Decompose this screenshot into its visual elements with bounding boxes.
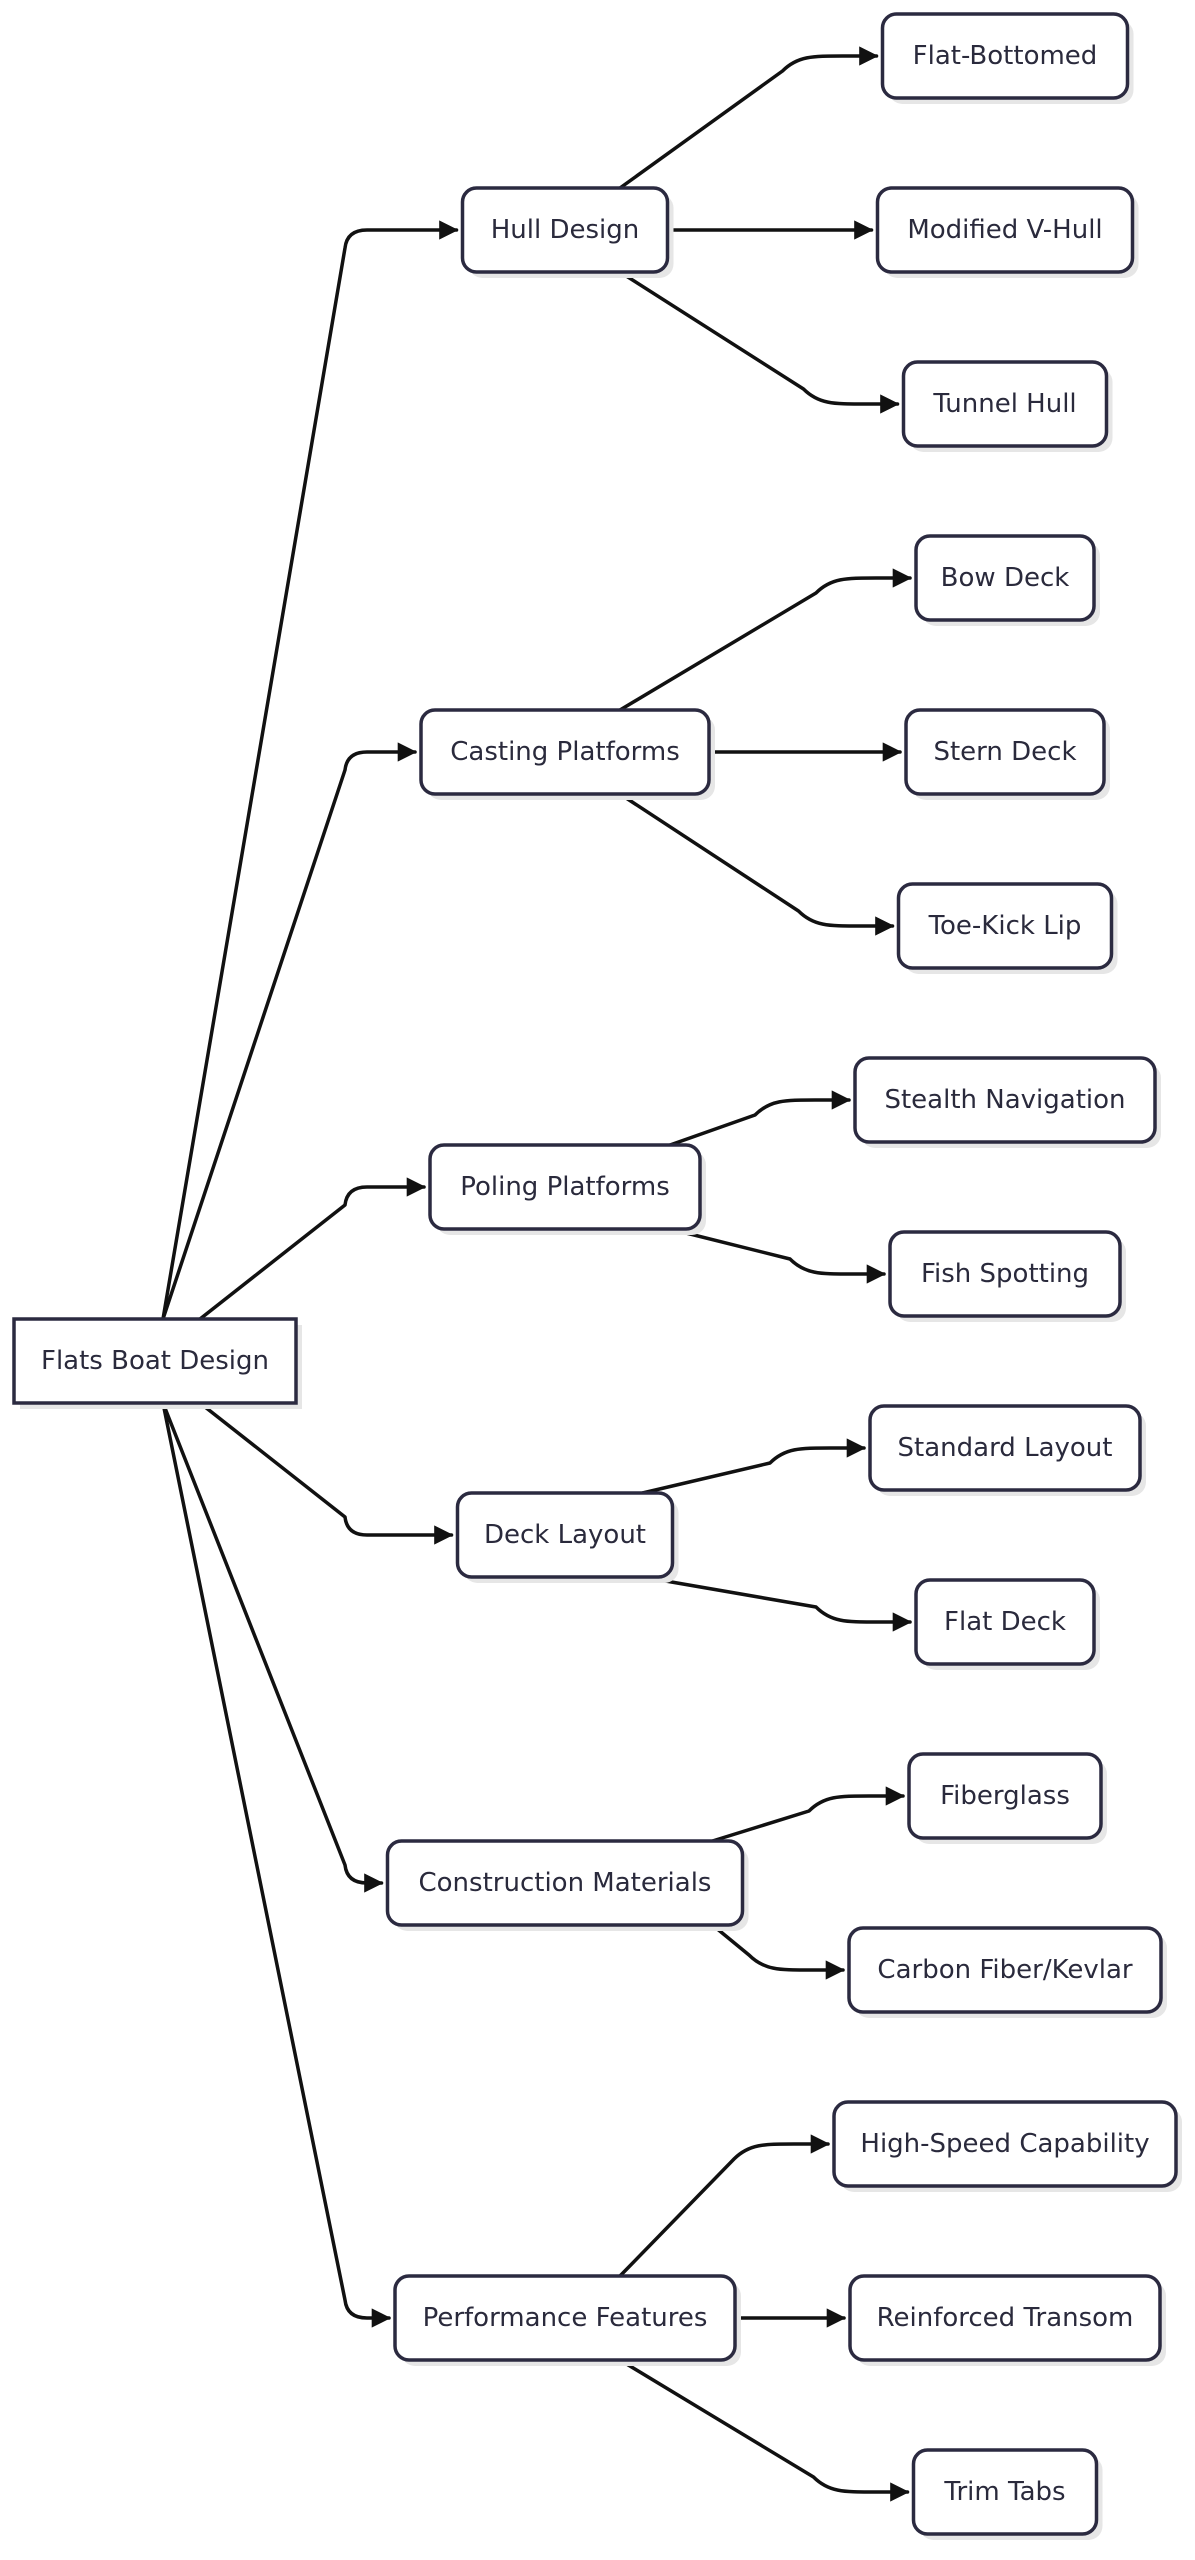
edge-performance-to-performance-3 xyxy=(618,2358,910,2502)
leaf-node-performance-2-label: Reinforced Transom xyxy=(877,2303,1134,2333)
edge-materials-to-materials-1 xyxy=(710,1786,905,1843)
leaf-node-performance-1-label: High-Speed Capability xyxy=(860,2129,1149,2159)
root-node-label: Flats Boat Design xyxy=(41,1346,269,1376)
edge-root-to-performance xyxy=(161,1401,391,2328)
category-node-performance-box xyxy=(393,2274,737,2362)
root-node: Flats Boat Design xyxy=(12,1317,302,1409)
edge-root-to-deck xyxy=(198,1401,454,1545)
leaf-node-poling-1-label: Stealth Navigation xyxy=(884,1085,1125,1115)
leaf-node-hull-1-label: Flat-Bottomed xyxy=(913,41,1098,71)
category-node-performance: Performance Features xyxy=(393,2274,741,2366)
leaf-node-casting-1: Bow Deck xyxy=(914,534,1100,626)
leaf-node-casting-3: Toe-Kick Lip xyxy=(896,882,1118,974)
leaf-node-performance-3: Trim Tabs xyxy=(911,2448,1103,2540)
leaf-node-poling-2-label: Fish Spotting xyxy=(921,1259,1089,1289)
category-node-poling-box xyxy=(428,1143,702,1231)
category-node-poling: Poling Platforms xyxy=(428,1143,706,1235)
category-node-poling-label: Poling Platforms xyxy=(460,1172,670,1202)
edge-hull-to-hull-1 xyxy=(618,46,879,190)
edges-layer xyxy=(161,46,912,2502)
edge-root-to-materials xyxy=(161,1401,384,1893)
leaf-node-deck-2-label: Flat Deck xyxy=(944,1607,1066,1637)
category-node-materials-label: Construction Materials xyxy=(419,1868,712,1898)
category-node-hull-label: Hull Design xyxy=(491,215,640,245)
leaf-node-materials-1-box xyxy=(907,1752,1103,1840)
leaf-node-hull-3-box xyxy=(901,360,1109,448)
edge-hull-to-hull-3 xyxy=(618,270,900,414)
leaf-node-poling-1-box xyxy=(853,1056,1157,1144)
leaf-node-casting-2: Stern Deck xyxy=(904,708,1110,800)
leaf-node-poling-1: Stealth Navigation xyxy=(853,1056,1161,1148)
category-node-materials: Construction Materials xyxy=(385,1839,749,1931)
edge-deck-to-deck-1 xyxy=(640,1438,866,1495)
category-node-casting: Casting Platforms xyxy=(419,708,715,800)
leaf-node-materials-1-label: Fiberglass xyxy=(940,1781,1070,1811)
leaf-node-performance-3-box xyxy=(911,2448,1099,2536)
leaf-node-poling-2: Fish Spotting xyxy=(888,1230,1126,1322)
edge-root-to-casting xyxy=(161,742,417,1321)
leaf-node-casting-1-label: Bow Deck xyxy=(941,563,1070,593)
leaf-node-performance-1: High-Speed Capability xyxy=(832,2100,1182,2192)
leaf-node-casting-1-box xyxy=(914,534,1096,622)
edge-performance-to-performance-1 xyxy=(618,2134,830,2278)
leaf-node-performance-1-box xyxy=(832,2100,1178,2188)
edge-casting-to-casting-3 xyxy=(618,792,895,936)
leaf-node-poling-2-box xyxy=(888,1230,1122,1318)
leaf-node-deck-2-box xyxy=(914,1578,1096,1666)
category-node-casting-box xyxy=(419,708,711,796)
category-node-materials-box xyxy=(385,1839,745,1927)
category-node-hull-box xyxy=(460,186,670,274)
edge-materials-to-materials-2 xyxy=(710,1923,845,1980)
leaf-node-hull-3-label: Tunnel Hull xyxy=(932,389,1076,419)
leaf-node-casting-3-label: Toe-Kick Lip xyxy=(928,911,1082,941)
category-node-performance-label: Performance Features xyxy=(423,2303,708,2333)
edge-casting-to-casting-1 xyxy=(618,568,912,712)
leaf-node-performance-2-box xyxy=(848,2274,1162,2362)
leaf-node-hull-2: Modified V-Hull xyxy=(875,186,1139,278)
leaf-node-casting-2-label: Stern Deck xyxy=(933,737,1076,767)
category-node-deck-box xyxy=(455,1491,675,1579)
edge-root-to-hull xyxy=(161,220,459,1321)
leaf-node-performance-3-label: Trim Tabs xyxy=(943,2477,1065,2507)
edge-deck-to-deck-2 xyxy=(640,1575,912,1632)
root-node-box xyxy=(12,1317,298,1405)
leaf-node-materials-1: Fiberglass xyxy=(907,1752,1107,1844)
leaf-node-casting-3-box xyxy=(896,882,1114,970)
leaf-node-casting-2-box xyxy=(904,708,1106,796)
leaf-node-deck-1-label: Standard Layout xyxy=(898,1433,1113,1463)
nodes-layer: Flats Boat Design Hull Design Flat-Bottome… xyxy=(12,12,1182,2540)
edge-poling-to-poling-2 xyxy=(668,1227,886,1284)
leaf-node-materials-2: Carbon Fiber/Kevlar xyxy=(847,1926,1167,2018)
leaf-node-deck-2: Flat Deck xyxy=(914,1578,1100,1670)
leaf-node-materials-2-box xyxy=(847,1926,1163,2014)
leaf-node-performance-2: Reinforced Transom xyxy=(848,2274,1166,2366)
edge-root-to-poling xyxy=(198,1177,426,1321)
category-node-casting-label: Casting Platforms xyxy=(450,737,680,767)
leaf-node-materials-2-label: Carbon Fiber/Kevlar xyxy=(877,1955,1132,1985)
category-node-deck-label: Deck Layout xyxy=(484,1520,646,1550)
leaf-node-deck-1-box xyxy=(868,1404,1142,1492)
leaf-node-hull-2-box xyxy=(875,186,1135,274)
category-node-deck: Deck Layout xyxy=(455,1491,679,1583)
leaf-node-hull-1: Flat-Bottomed xyxy=(880,12,1134,104)
category-node-hull: Hull Design xyxy=(460,186,674,278)
leaf-node-hull-3: Tunnel Hull xyxy=(901,360,1113,452)
leaf-node-hull-2-label: Modified V-Hull xyxy=(907,215,1102,245)
leaf-node-deck-1: Standard Layout xyxy=(868,1404,1146,1496)
leaf-node-hull-1-box xyxy=(880,12,1130,100)
edge-poling-to-poling-1 xyxy=(668,1090,851,1147)
